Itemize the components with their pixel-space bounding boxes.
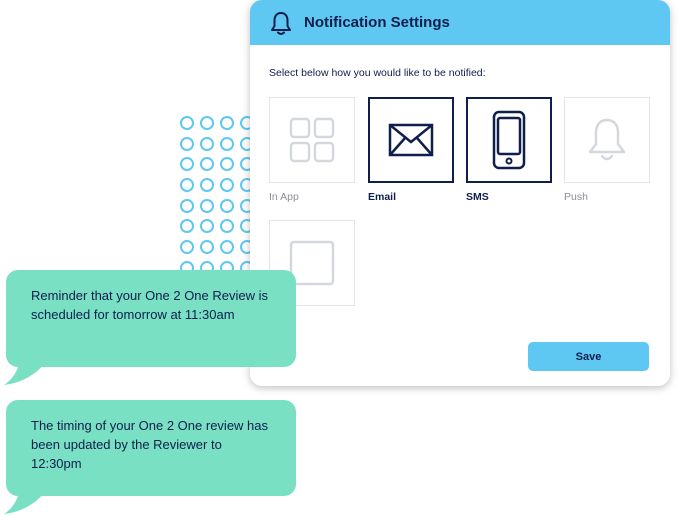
option-in-app-label: In App: [269, 191, 299, 203]
square-icon: [289, 240, 335, 286]
chat-bubble-reminder: Reminder that your One 2 One Review is s…: [6, 270, 296, 367]
option-push[interactable]: [564, 97, 650, 183]
option-email-label: Email: [368, 191, 397, 203]
option-push-label: Push: [564, 191, 588, 203]
message-text: Reminder that your One 2 One Review is s…: [31, 288, 268, 322]
card-title: Notification Settings: [304, 14, 450, 31]
grid-icon: [289, 117, 335, 163]
option-email[interactable]: [368, 97, 454, 183]
notification-settings-card: Notification Settings Select below how y…: [250, 0, 670, 386]
card-header: Notification Settings: [250, 0, 670, 45]
option-in-app[interactable]: [269, 97, 355, 183]
phone-icon: [492, 110, 526, 170]
save-button[interactable]: Save: [528, 342, 649, 371]
option-sms-label: SMS: [466, 191, 489, 203]
dot-pattern: [180, 116, 254, 276]
message-text: The timing of your One 2 One review has …: [31, 418, 269, 471]
option-sms[interactable]: [466, 97, 552, 183]
bell-icon: [271, 11, 291, 35]
chat-bubble-update: The timing of your One 2 One review has …: [6, 400, 296, 496]
instruction-text: Select below how you would like to be no…: [269, 67, 486, 79]
bell-icon: [588, 118, 626, 161]
envelope-icon: [388, 123, 434, 157]
